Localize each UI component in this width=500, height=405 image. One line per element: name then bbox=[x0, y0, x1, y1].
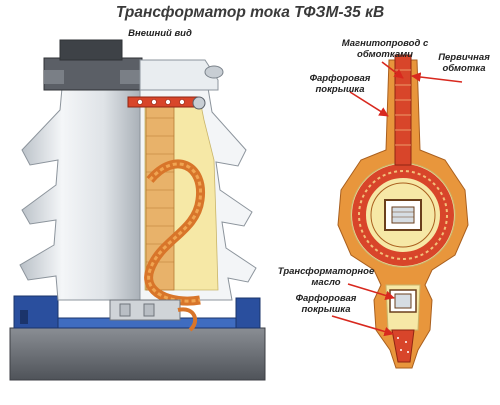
arrow-porcelain-bottom bbox=[331, 315, 394, 337]
label-magnetic-core: Магнитопровод с обмотками bbox=[341, 38, 429, 60]
primary-winding-conductor bbox=[394, 54, 412, 166]
cross-section-drawing bbox=[337, 54, 469, 369]
mounting-bracket-right bbox=[235, 297, 261, 329]
label-transformer-oil: Трансформаторное масло bbox=[277, 266, 375, 288]
arrow-transformer-oil bbox=[347, 283, 395, 301]
arrow-magnetic-core bbox=[381, 61, 404, 79]
label-porcelain-cover-bottom: Фарфоровая покрышка bbox=[295, 293, 357, 315]
callout-arrows bbox=[331, 61, 463, 337]
diagram-title: Трансформатор тока ТФЗМ-35 кВ bbox=[115, 4, 385, 21]
label-porcelain-cover-top: Фарфоровая покрышка bbox=[309, 73, 371, 95]
base-plinth bbox=[9, 327, 266, 381]
porcelain-insulator-external bbox=[19, 87, 141, 301]
arrow-porcelain-top bbox=[349, 91, 389, 117]
arrow-primary-winding bbox=[411, 72, 463, 83]
label-external-view: Внешний вид bbox=[128, 28, 192, 39]
label-primary-winding: Первичная обмотка bbox=[438, 52, 490, 74]
external-view-drawing bbox=[9, 39, 266, 381]
